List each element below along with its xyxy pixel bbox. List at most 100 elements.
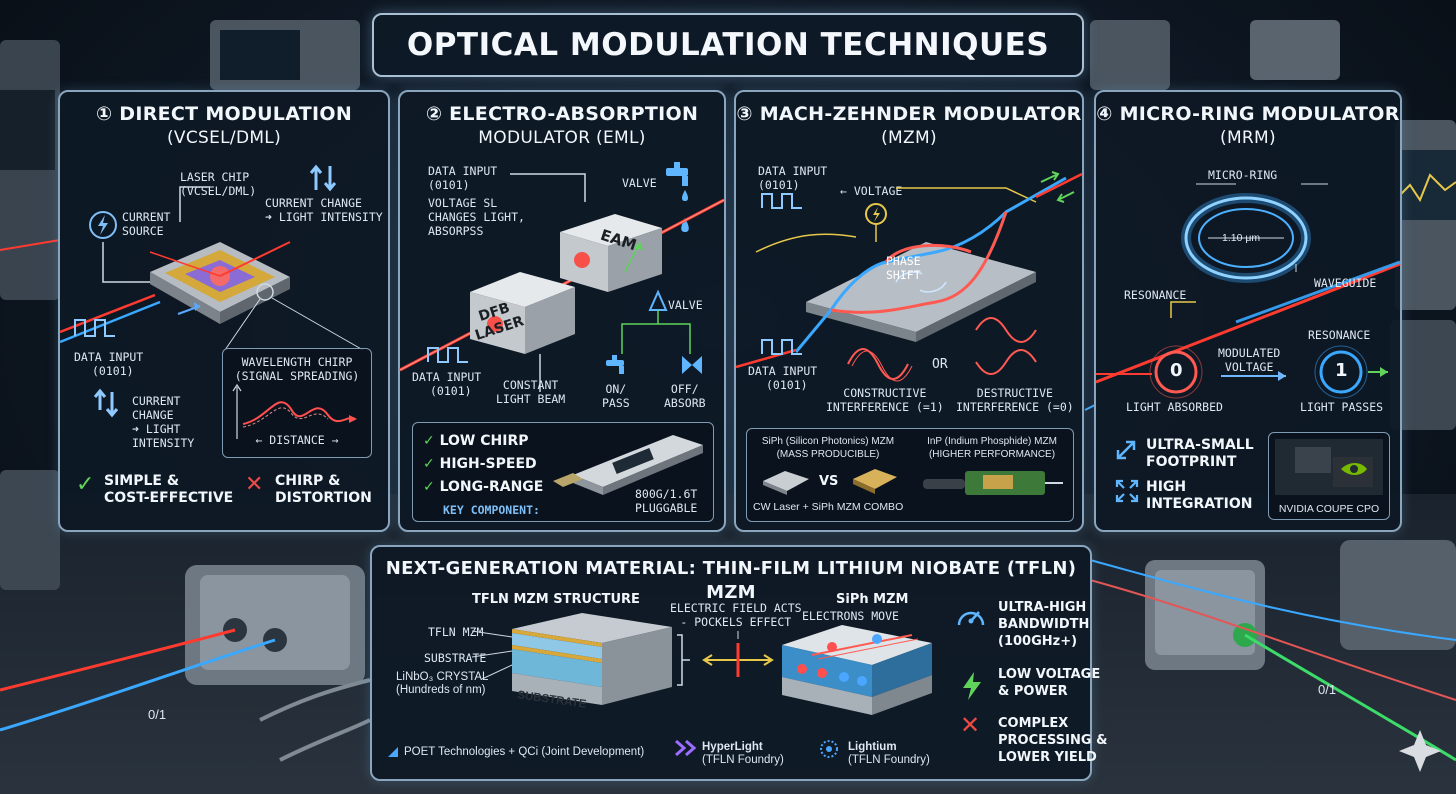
lightning-icon [963,672,981,700]
micro-ring-graphic [1095,183,1401,399]
layer-tfln-label: TFLN MZM [428,625,484,639]
sparkle-icon [1399,730,1441,772]
distance-label: ← DISTANCE → [255,433,339,447]
eml-data-input-label-2: DATA INPUT(0101) [412,370,482,398]
green-fiber-beam [1244,633,1456,762]
panel-mzm-title: ③ MACH-ZEHNDER MODULATOR (MZM) [736,102,1082,150]
inp-module-icon [923,471,1063,495]
hyperlight-logo-icon [675,739,697,757]
panel-direct-title-line2: (VCSEL/DML) [166,128,282,148]
current-source-icon [89,211,117,239]
partner-hyperlight-label: HyperLight(TFLN Foundry) [702,741,784,766]
panel-eml: ② ELECTRO-ABSORPTION MODULATOR (EML) DAT… [398,90,726,532]
feature-low-chirp: ✓ LOW CHIRP [423,433,529,449]
combo-label: CW Laser + SiPh MZM COMBO [753,501,904,513]
pro-direct-label: SIMPLE &COST-EFFECTIVE [104,473,234,506]
siph-mzm-label: SiPh (Silicon Photonics) MZM(MASS PRODUC… [761,436,895,460]
key-component-label: KEY COMPONENT: [443,503,540,517]
electrons-move-label: ELECTRONS MOVE [802,609,899,623]
panel-mzm-title-line1: ③ MACH-ZEHNDER MODULATOR [736,103,1082,125]
cross-icon: ✕ [245,472,264,497]
pluggable-module-icon [553,435,703,495]
speedometer-icon [957,611,985,626]
valve-label-2: VALVE [668,298,703,312]
red-fiber-beam [0,628,236,692]
nvidia-cpo-label: NVIDIA COUPE CPO [1278,503,1380,515]
con-direct: ✕ [245,474,263,496]
partner-lightium-label: Lightium(TFLN Foundry) [848,741,930,766]
panel-eml-title: ② ELECTRO-ABSORPTION MODULATOR (EML) [400,102,724,150]
mzm-data-input-label: DATA INPUT(0101) [758,164,828,192]
siph-chip-icon [763,471,809,495]
layer-linbo3-label: LiNbO₃ CRYSTAL(Hundreds of nm) [396,671,489,696]
oscilloscope-trace [1399,173,1456,203]
lab-instrument-top-right-2 [1250,20,1340,80]
panel-mzm-title-line2: (MZM) [881,128,937,148]
eml-features-box: ✓ LOW CHIRP ✓ HIGH-SPEED ✓ LONG-RANGE KE… [412,422,714,522]
panel-direct-title: ① DIRECT MODULATION (VCSEL/DML) [60,102,388,150]
diameter-label: 1.10 μm [1222,232,1261,244]
lab-instrument-left-lower [0,470,60,590]
panel-eml-title-line2: MODULATOR (EML) [478,128,646,148]
nvidia-chip-icon [1275,439,1383,495]
pro-direct: ✓ [76,474,94,496]
panel-direct-title-line1: ① DIRECT MODULATION [95,103,353,125]
fiber-label-left: 0/1 [148,707,167,722]
inp-chip-icon [853,469,897,494]
chirp-waveform-graph [232,383,357,439]
check-icon: ✓ [423,479,440,495]
bit-one: 1 [1335,360,1348,381]
panel-mrm: ④ MICRO-RING MODULATOR (MRM) MICRO-RING … [1094,90,1402,532]
inp-mzm-label: InP (Indium Phosphide) MZM(HIGHER PERFOR… [927,436,1057,460]
panel-direct-modulation: ① DIRECT MODULATION (VCSEL/DML) LASER CH… [58,90,390,532]
faucet-icon [666,162,689,232]
feature-low-voltage: LOW VOLTAGE& POWER [998,667,1101,699]
on-pass-label: ON/PASS [602,382,630,410]
off-absorb-label: OFF/ABSORB [664,382,706,410]
eml-data-input-label: DATA INPUT(0101) [428,164,498,192]
panel-mrm-title-line1: ④ MICRO-RING MODULATOR [1096,103,1400,125]
panel-mrm-title-line2: (MRM) [1220,128,1276,148]
light-passes-label: LIGHT PASSES [1300,400,1384,414]
blue-fiber-beam [0,638,276,732]
resonance-label-2: RESONANCE [1308,328,1371,342]
micro-ring-label: MICRO-RING [1208,168,1278,182]
eml-device-graphic [399,173,725,392]
mzm-device-graphic [735,171,1083,382]
light-absorbed-label: LIGHT ABSORBED [1126,400,1223,414]
siph-mzm-title: SiPh MZM [836,592,909,607]
updown-arrows-icon [309,164,337,192]
panel-tfln: NEXT-GENERATION MATERIAL: THIN-FILM LITH… [370,545,1107,781]
panel-mzm: ③ MACH-ZEHNDER MODULATOR (MZM) DATA INPU… [734,90,1084,532]
fiber-label-right: 0/1 [1318,682,1337,697]
valve-open-icon [606,355,624,374]
laser-chip-graphic [59,186,364,418]
mzm-voltage-label: ← VOLTAGE [840,184,903,198]
panel-eml-title-line1: ② ELECTRO-ABSORPTION [425,103,699,125]
heatsink-module [1340,540,1456,650]
tfln-structure-title: TFLN MZM STRUCTURE [472,592,640,607]
lab-instrument-right-lower [1390,320,1456,430]
or-label: OR [932,357,948,372]
lightium-logo-icon [820,740,838,758]
con-direct-label: CHIRP &DISTORTION [275,473,372,506]
lab-instrument-screen-right [1400,150,1456,220]
panel-tfln-title: NEXT-GENERATION MATERIAL: THIN-FILM LITH… [385,558,1077,603]
lab-instrument-top-right [1090,20,1170,90]
lab-instrument-screen-top-left [220,30,300,80]
current-change-label: CURRENT CHANGE➜ LIGHT INTENSITY [265,196,383,224]
electric-field-label: ELECTRIC FIELD ACTS- POCKELS EFFECT [670,601,802,629]
feature-long-range: ✓ LONG-RANGE [423,479,544,495]
expand-diagonal-icon [1116,440,1136,460]
integration-arrows-icon [1115,479,1139,503]
valve-label-1: VALVE [622,176,657,190]
